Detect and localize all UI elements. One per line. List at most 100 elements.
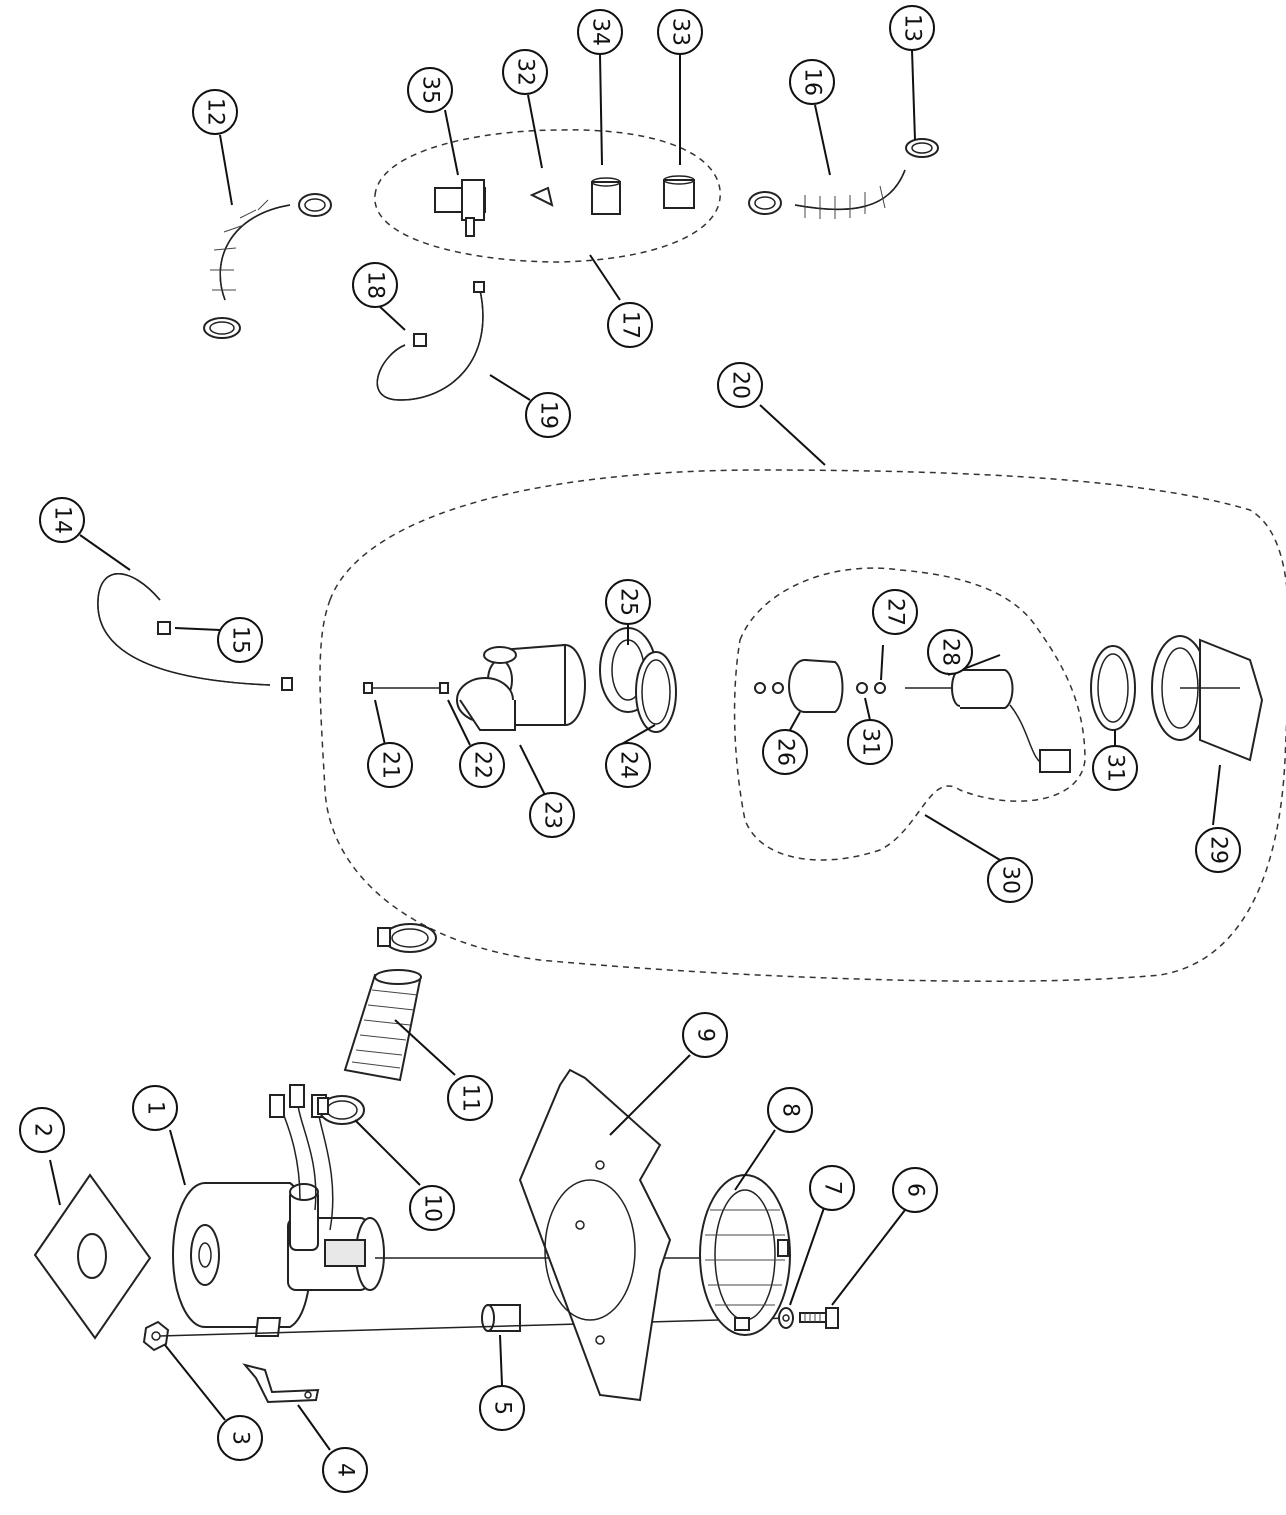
svg-text:6: 6 — [903, 1183, 928, 1197]
callout-12: 12 — [192, 89, 238, 135]
callout-27: 27 — [872, 589, 918, 635]
flat-washer — [778, 1307, 794, 1329]
callout-23: 23 — [529, 792, 575, 838]
svg-text:3: 3 — [228, 1431, 253, 1445]
callout-2: 2 — [19, 1107, 65, 1153]
mounting-bracket — [242, 1363, 320, 1404]
callout-1: 1 — [132, 1085, 178, 1131]
small-tube-fitting — [413, 333, 427, 347]
callout-18: 18 — [352, 262, 398, 308]
svg-text:20: 20 — [728, 371, 753, 399]
callout-33: 33 — [657, 9, 703, 55]
callout-9: 9 — [682, 1012, 728, 1058]
leader-lines — [49, 49, 1221, 1451]
svg-text:17: 17 — [618, 311, 643, 339]
callout-6: 6 — [892, 1167, 938, 1213]
pump-base — [1151, 635, 1264, 762]
tee-fitting — [434, 179, 486, 237]
svg-text:31: 31 — [858, 728, 883, 756]
corrugated-hose-right — [794, 169, 906, 219]
svg-text:31: 31 — [1103, 754, 1128, 782]
check-valve-flap — [529, 186, 554, 207]
bolt-nut — [439, 682, 449, 694]
callout-34: 34 — [577, 9, 623, 55]
hose-clamp-right-mid — [748, 191, 782, 215]
svg-text:16: 16 — [800, 68, 825, 96]
hose-clamp-left-top — [298, 193, 332, 217]
callout-22: 22 — [459, 742, 505, 788]
svg-text:10: 10 — [420, 1194, 445, 1222]
hex-coupling-nut — [663, 175, 695, 209]
shaft-washer-31 — [856, 682, 868, 694]
pump-housing — [456, 643, 586, 731]
svg-text:18: 18 — [363, 271, 388, 299]
assembly-30-outline — [733, 567, 1086, 861]
pump-motor — [905, 669, 1071, 773]
callout-16: 16 — [789, 59, 835, 105]
svg-text:29: 29 — [1206, 836, 1231, 864]
callout-20: 20 — [717, 362, 763, 408]
through-bolt — [363, 682, 440, 694]
toothed-lock-ring — [635, 651, 677, 733]
svg-text:7: 7 — [820, 1181, 845, 1195]
callout-17: 17 — [607, 302, 653, 348]
callout-11: 11 — [447, 1075, 493, 1121]
callout-21: 21 — [367, 742, 413, 788]
callout-26: 26 — [762, 729, 808, 775]
callout-28: 28 — [927, 629, 973, 675]
callout-3: 3 — [217, 1415, 263, 1461]
svg-text:23: 23 — [540, 801, 565, 829]
motor-mount-plate — [518, 1068, 672, 1402]
callout-8: 8 — [767, 1087, 813, 1133]
svg-text:25: 25 — [616, 588, 641, 616]
svg-text:4: 4 — [333, 1463, 358, 1477]
svg-text:33: 33 — [668, 18, 693, 46]
small-tube — [376, 281, 485, 401]
svg-text:35: 35 — [418, 76, 443, 104]
svg-text:13: 13 — [900, 14, 925, 42]
callout-31-inner: 31 — [847, 719, 893, 765]
callout-31-outer: 31 — [1092, 745, 1138, 791]
hose-clamp-right-top — [905, 138, 939, 158]
drain-tube — [97, 573, 293, 691]
svg-text:21: 21 — [378, 751, 403, 779]
svg-text:15: 15 — [228, 626, 253, 654]
small-nut-pair — [754, 682, 784, 694]
callout-15: 15 — [217, 617, 263, 663]
svg-text:28: 28 — [938, 638, 963, 666]
svg-text:1: 1 — [143, 1101, 168, 1115]
assembly-axis-lower — [159, 1317, 791, 1337]
coupling-sleeve — [591, 177, 621, 215]
callout-5: 5 — [479, 1385, 525, 1431]
svg-text:26: 26 — [773, 738, 798, 766]
tube-fitting — [157, 621, 171, 635]
hose-clamp-motor — [317, 1095, 365, 1125]
callout-10: 10 — [409, 1185, 455, 1231]
svg-text:24: 24 — [616, 751, 641, 779]
perforated-screen — [699, 1174, 791, 1336]
svg-text:19: 19 — [536, 401, 561, 429]
gasket-plate — [33, 1173, 152, 1340]
svg-text:27: 27 — [883, 598, 908, 626]
callout-13: 13 — [889, 5, 935, 51]
svg-text:22: 22 — [470, 751, 495, 779]
svg-text:34: 34 — [588, 18, 613, 46]
svg-text:32: 32 — [513, 58, 538, 86]
callout-7: 7 — [809, 1165, 855, 1211]
svg-text:8: 8 — [778, 1103, 803, 1117]
shaft-nut-27 — [874, 682, 886, 694]
svg-text:14: 14 — [50, 506, 75, 534]
assembly-17-outline — [374, 129, 721, 263]
svg-text:12: 12 — [203, 98, 228, 126]
corrugated-hose-left — [210, 199, 291, 301]
callout-14: 14 — [39, 497, 85, 543]
svg-text:11: 11 — [458, 1084, 483, 1112]
callout-4: 4 — [322, 1447, 368, 1493]
callout-35: 35 — [407, 67, 453, 113]
svg-text:2: 2 — [30, 1123, 55, 1137]
hose-clamp-upper — [377, 923, 437, 953]
svg-text:5: 5 — [490, 1401, 515, 1415]
callout-32: 32 — [502, 49, 548, 95]
callout-29: 29 — [1195, 827, 1241, 873]
